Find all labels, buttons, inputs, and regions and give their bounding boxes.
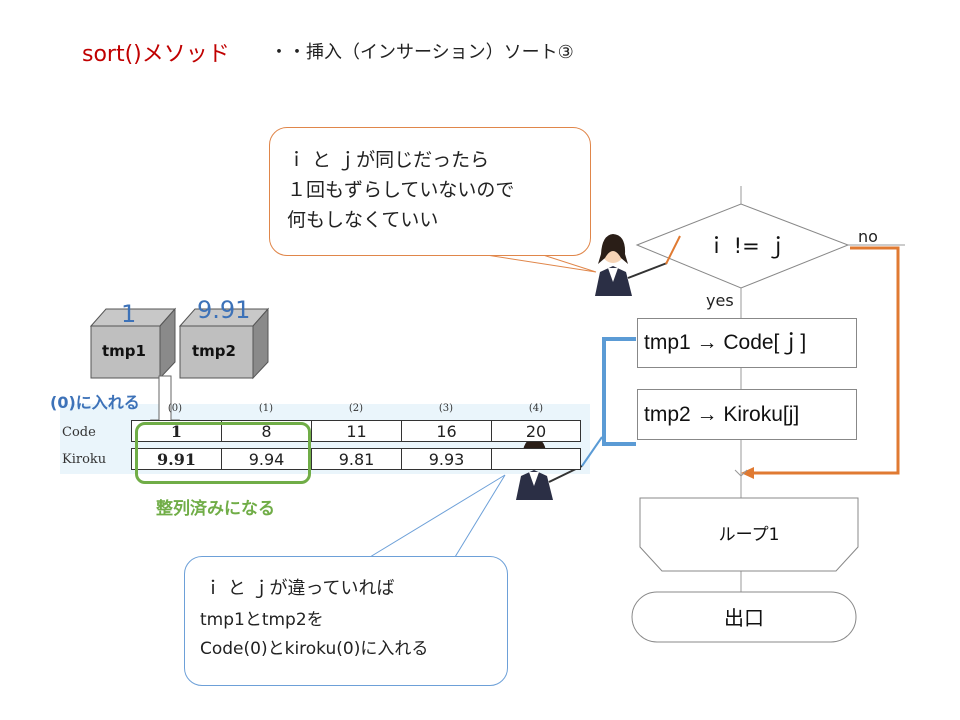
result-label: 整列済みになる <box>156 499 275 519</box>
loop-label: ループ1 <box>718 525 780 545</box>
bubble-bottom-line-3: Code(0)とkiroku(0)に入れる <box>200 639 429 659</box>
code-cell-0: 1 <box>131 420 222 442</box>
bubble-bottom-line-2: tmp1とtmp2を <box>200 610 324 630</box>
index-2: (2) <box>348 403 364 414</box>
yes-label: yes <box>706 291 734 310</box>
tmp2-label: tmp2 <box>192 342 236 360</box>
blue-bracket <box>602 337 636 446</box>
kiroku-cell-2: 9.81 <box>311 448 402 470</box>
teacher-top-illustration <box>595 234 681 296</box>
tmp1-label: tmp1 <box>102 342 146 360</box>
insert-label: (0)に入れる <box>50 393 140 412</box>
kiroku-row-label: Kiroku <box>62 452 107 467</box>
index-0: (0) <box>167 403 183 414</box>
index-3: (3) <box>438 403 454 414</box>
code-cell-3: 16 <box>401 420 492 442</box>
cube-tmp2 <box>178 307 270 380</box>
kiroku-cell-1: 9.94 <box>221 448 312 470</box>
page-title: sort()メソッド <box>82 42 230 67</box>
no-path <box>750 246 900 475</box>
kiroku-cell-3: 9.93 <box>401 448 492 470</box>
step-tmp1-box: tmp1 → Code[ｊ] <box>637 318 857 368</box>
cube-tmp1 <box>89 307 177 380</box>
sorted-highlight <box>135 422 311 484</box>
tmp2-value: 9.91 <box>197 296 251 324</box>
bubble-top-line-2: １回もずらしていないので <box>287 179 515 201</box>
loop-shape <box>639 497 859 572</box>
index-4: (4) <box>528 403 544 414</box>
kiroku-cell-4 <box>491 448 581 470</box>
code-row-label: Code <box>62 425 96 440</box>
bubble-top-line-3: 何もしなくていい <box>287 209 439 231</box>
decision-text: ｉ != ｊ <box>706 234 788 258</box>
no-arrowhead <box>741 467 754 479</box>
speech-bubble-top <box>269 127 591 256</box>
bubble-top-tail <box>479 253 597 273</box>
page-subtitle: ・・挿入（インサーション）ソート③ <box>270 42 574 63</box>
step-tmp2-box: tmp2 → Kiroku[j] <box>637 389 857 440</box>
bubble-bottom-line-1: ｉ と ｊが違っていれば <box>204 578 395 599</box>
bubble-bottom-tail <box>368 474 506 558</box>
speech-bubble-bottom <box>184 556 508 686</box>
no-label: no <box>858 227 878 246</box>
index-1: (1) <box>258 403 274 414</box>
bubble-top-line-1: ｉ と ｊが同じだったら <box>287 149 490 171</box>
tmp1-value: 1 <box>121 300 137 328</box>
code-cell-4: 20 <box>491 420 581 442</box>
exit-shape <box>631 591 857 643</box>
exit-label: 出口 <box>724 606 764 630</box>
junction-chevron <box>734 469 748 477</box>
code-cell-2: 11 <box>311 420 402 442</box>
decision-diamond <box>635 203 850 289</box>
